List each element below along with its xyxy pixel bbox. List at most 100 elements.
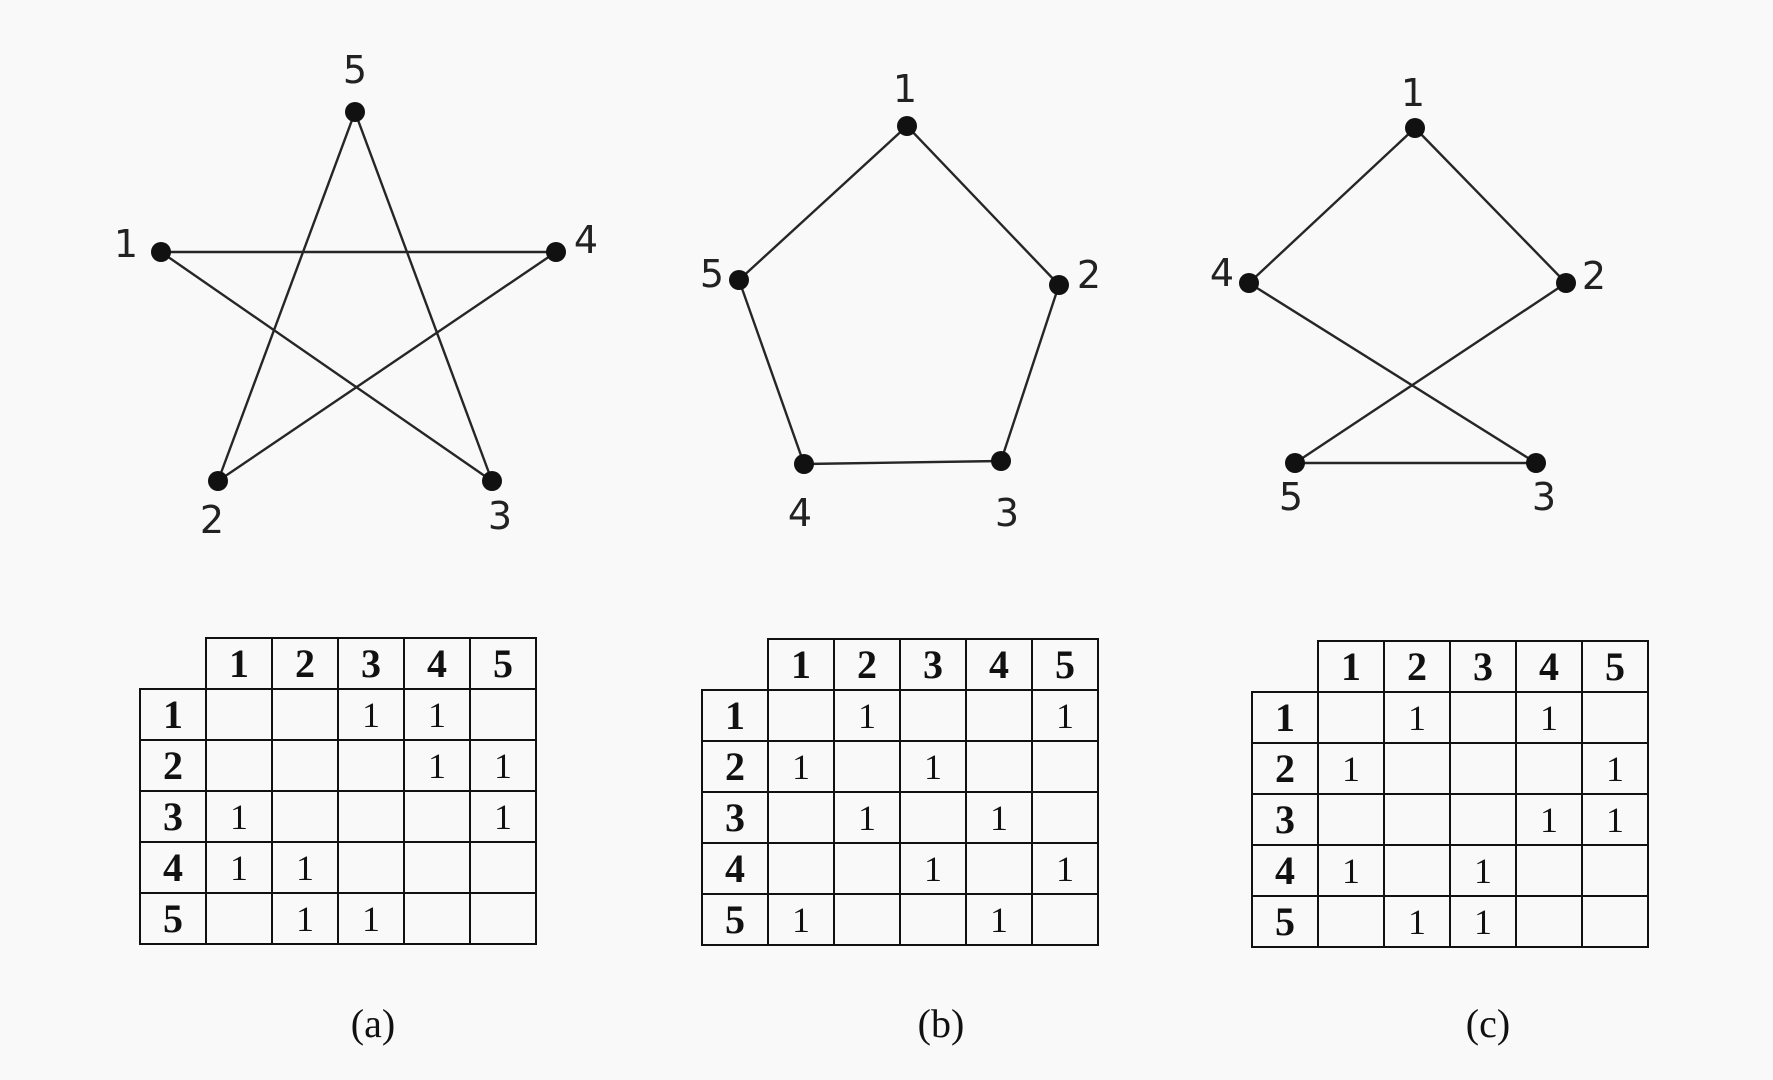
matrix-cell: 1 (965, 791, 1033, 844)
row-header: 4 (701, 842, 769, 895)
row-header: 5 (139, 892, 207, 945)
matrix-cell: 1 (965, 893, 1033, 946)
matrix-cell (833, 740, 901, 793)
caption-b: (b) (917, 1001, 965, 1046)
matrix-cell: 1 (271, 892, 339, 945)
column-header: 3 (899, 638, 967, 691)
matrix-cell (271, 790, 339, 843)
row-header: 5 (1251, 895, 1319, 948)
vertex-1 (897, 116, 917, 136)
vertex-label-5: 5 (700, 252, 724, 296)
matrix-cell: 1 (1581, 793, 1649, 846)
matrix-corner (1252, 641, 1318, 692)
matrix-cell (1515, 895, 1583, 948)
vertex-label-4: 4 (574, 218, 598, 262)
matrix-cell (403, 790, 471, 843)
matrix-cell (767, 791, 835, 844)
matrix-cell: 1 (767, 740, 835, 793)
edge-2-3 (999, 284, 1061, 462)
row-header: 3 (139, 790, 207, 843)
matrix-cell (205, 739, 273, 792)
matrix-cell (1581, 844, 1649, 897)
matrix-cell (271, 688, 339, 741)
matrix-cell (833, 842, 901, 895)
matrix-cell (337, 790, 405, 843)
vertex-label-3: 3 (488, 494, 512, 538)
row-header: 1 (139, 688, 207, 741)
matrix-cell: 1 (403, 688, 471, 741)
caption-a: (a) (350, 1001, 396, 1046)
matrix-cell (403, 841, 471, 894)
edge-1-2 (906, 125, 1060, 286)
matrix-cell (899, 689, 967, 742)
matrix-cell (1031, 740, 1099, 793)
matrix-cell: 1 (403, 739, 471, 792)
column-header: 2 (271, 637, 339, 690)
vertex-2 (1049, 275, 1069, 295)
matrix-corner (702, 639, 768, 690)
matrix-cell: 1 (899, 740, 967, 793)
matrix-cell: 1 (1449, 844, 1517, 897)
vertex-2 (208, 471, 228, 491)
vertex-2 (1556, 273, 1576, 293)
vertex-label-3: 3 (1532, 475, 1556, 519)
column-header: 5 (1581, 640, 1649, 693)
matrix-cell: 1 (205, 841, 273, 894)
column-header: 3 (1449, 640, 1517, 693)
column-header: 4 (965, 638, 1033, 691)
vertex-label-2: 2 (200, 498, 224, 542)
vertex-label-1: 1 (114, 222, 138, 266)
matrix-cell: 1 (271, 841, 339, 894)
row-header: 4 (139, 841, 207, 894)
column-header: 2 (1383, 640, 1451, 693)
matrix-cell (337, 841, 405, 894)
row-header: 1 (701, 689, 769, 742)
vertex-label-3: 3 (995, 491, 1019, 535)
matrix-cell (965, 689, 1033, 742)
matrix-cell (469, 892, 537, 945)
row-header: 2 (701, 740, 769, 793)
matrix-cell: 1 (469, 739, 537, 792)
matrix-cell: 1 (1581, 742, 1649, 795)
vertex-label-1: 1 (893, 67, 917, 111)
matrix-cell: 1 (899, 842, 967, 895)
matrix-cell: 1 (1317, 742, 1385, 795)
matrix-cell (1317, 793, 1385, 846)
caption-c: (c) (1465, 1001, 1511, 1046)
matrix-cell (767, 689, 835, 742)
vertex-1 (1405, 118, 1425, 138)
matrix-cell (1581, 691, 1649, 744)
vertex-5 (1285, 453, 1305, 473)
vertex-3 (482, 471, 502, 491)
row-header: 3 (701, 791, 769, 844)
column-header: 1 (205, 637, 273, 690)
matrix-cell (1449, 793, 1517, 846)
vertex-label-4: 4 (1210, 251, 1234, 295)
edge-5-3 (353, 111, 494, 482)
vertex-label-1: 1 (1401, 71, 1425, 115)
edge-1-2 (1414, 127, 1567, 284)
matrix-cell: 1 (205, 790, 273, 843)
column-header: 4 (403, 637, 471, 690)
column-header: 5 (1031, 638, 1099, 691)
edge-5-1 (738, 125, 908, 281)
matrix-cell (403, 892, 471, 945)
matrix-cell (469, 688, 537, 741)
row-header: 2 (1251, 742, 1319, 795)
column-header: 1 (1317, 640, 1385, 693)
vertex-4 (1239, 273, 1259, 293)
